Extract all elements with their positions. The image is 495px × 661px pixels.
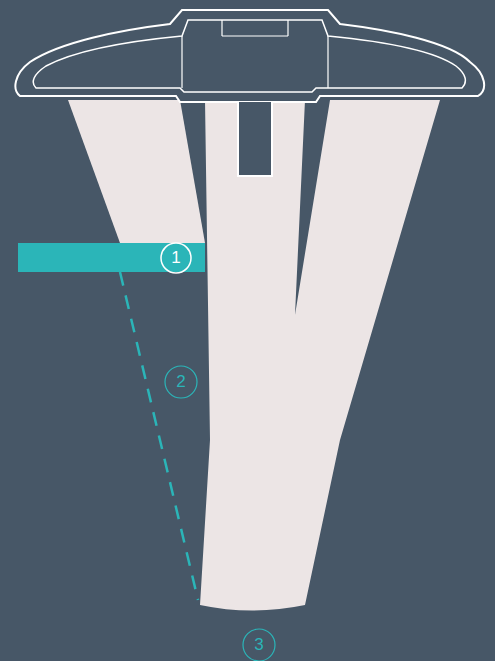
seat-line [287, 20, 288, 36]
callout-circle [165, 366, 197, 398]
seat-slot [238, 102, 272, 176]
seat-line [181, 36, 182, 88]
height-bar [18, 243, 205, 272]
callout-number: 3 [244, 630, 274, 660]
callout-number: 2 [166, 367, 196, 397]
callout-number: 1 [161, 243, 191, 273]
seat-line [222, 35, 288, 36]
left-leg [68, 100, 205, 243]
seat-line [327, 36, 328, 88]
seat-line [221, 20, 222, 36]
dashed-leader [120, 272, 198, 600]
main-leg [200, 100, 440, 611]
seat-inner-outline [33, 20, 465, 92]
callout-circle [243, 629, 275, 661]
callout-circle [161, 243, 191, 273]
seat-outline [15, 10, 484, 102]
